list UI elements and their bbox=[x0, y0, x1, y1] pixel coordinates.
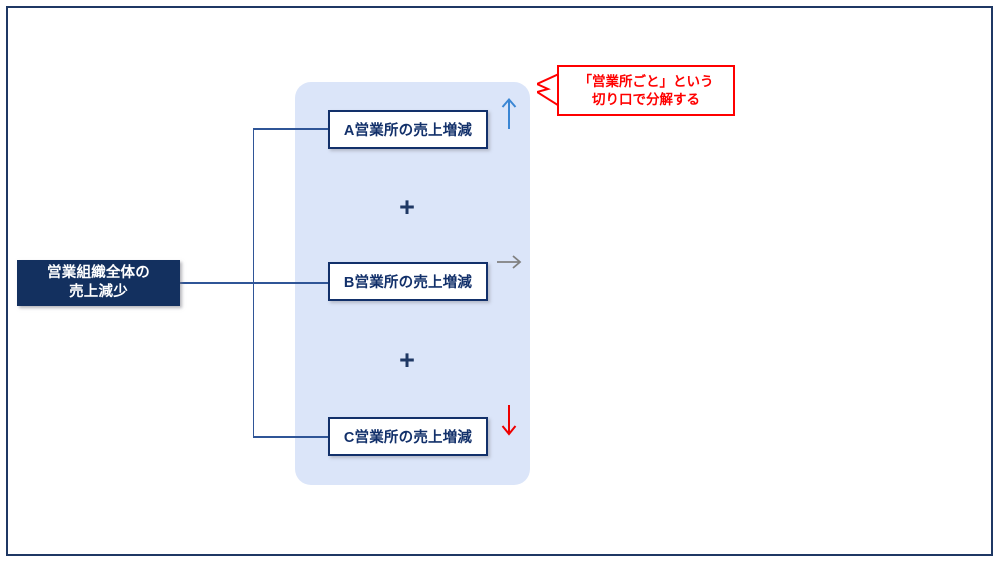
callout-line2: 切り口で分解する bbox=[592, 91, 700, 107]
child-node-b-label: B営業所の売上増減 bbox=[343, 275, 473, 291]
connector-trunk bbox=[180, 282, 254, 284]
source-node-line2: 売上減少 bbox=[69, 284, 128, 300]
connector-branch-c bbox=[252, 436, 329, 438]
plus-operator-1: + bbox=[399, 192, 415, 222]
connector-branch-b bbox=[252, 282, 329, 284]
callout: 「営業所ごと」という 切り口で分解する bbox=[537, 65, 735, 116]
callout-body: 「営業所ごと」という 切り口で分解する bbox=[557, 65, 735, 116]
child-node-c: C営業所の売上増減 bbox=[328, 417, 488, 456]
source-node-line1: 営業組織全体の bbox=[47, 265, 150, 281]
plus-operator-2: + bbox=[399, 345, 415, 375]
connector-branch-a bbox=[252, 128, 329, 130]
arrow-up-icon bbox=[496, 96, 522, 130]
child-node-b: B営業所の売上増減 bbox=[328, 262, 488, 301]
arrow-right-icon bbox=[496, 250, 522, 284]
callout-line1: 「営業所ごと」という bbox=[578, 73, 714, 89]
source-node: 営業組織全体の 売上減少 bbox=[17, 260, 180, 306]
child-node-a-label: A営業所の売上増減 bbox=[343, 123, 473, 139]
child-node-a: A営業所の売上増減 bbox=[328, 110, 488, 149]
child-node-c-label: C営業所の売上増減 bbox=[343, 430, 473, 446]
arrow-down-icon bbox=[496, 404, 522, 438]
